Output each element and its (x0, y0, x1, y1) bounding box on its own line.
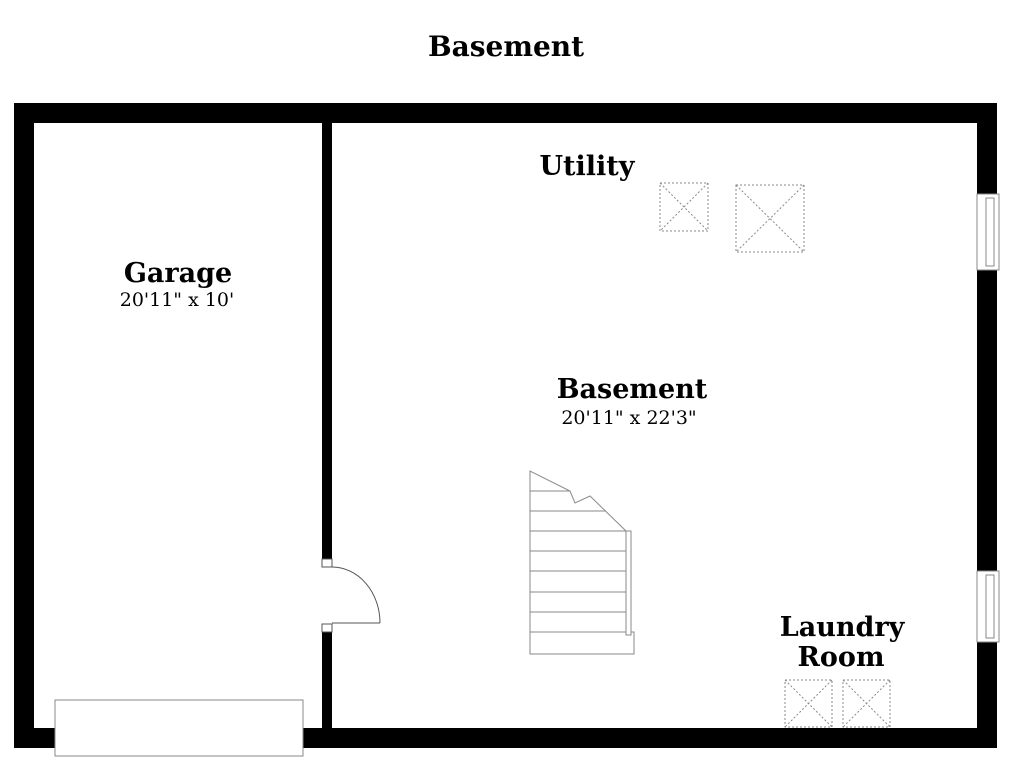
laundry-washer (784, 679, 833, 728)
door-swing-arc (331, 566, 381, 624)
wall-bottom-right (303, 728, 997, 748)
laundry-dryer (842, 679, 891, 728)
utility-appliance-small (659, 182, 709, 232)
staircase (529, 470, 635, 655)
utility-appliance-large (735, 184, 805, 253)
garage-door[interactable] (54, 699, 304, 757)
laundry-name-line2: Room (797, 642, 884, 673)
garage-name: Garage (124, 258, 232, 289)
interior-wall (322, 123, 332, 728)
interior-wall-upper (322, 123, 332, 559)
wall-top (14, 103, 997, 123)
wall-bottom-left (14, 728, 55, 748)
garage-dimensions: 20'11" x 10' (120, 289, 235, 311)
stair-railing (625, 530, 632, 636)
basement-dimensions: 20'11" x 22'3" (561, 407, 696, 429)
door-jamb-bottom (321, 623, 333, 633)
window-upper (976, 193, 1000, 271)
window-lower (976, 570, 1000, 643)
laundry-name-line1: Laundry (780, 612, 906, 643)
interior-wall-lower (322, 632, 332, 728)
utility-name: Utility (540, 151, 636, 182)
plan-title: Basement (428, 30, 584, 63)
wall-left (14, 103, 34, 748)
door-jamb-top (321, 558, 333, 568)
interior-door[interactable] (321, 558, 381, 633)
basement-name: Basement (557, 374, 708, 405)
